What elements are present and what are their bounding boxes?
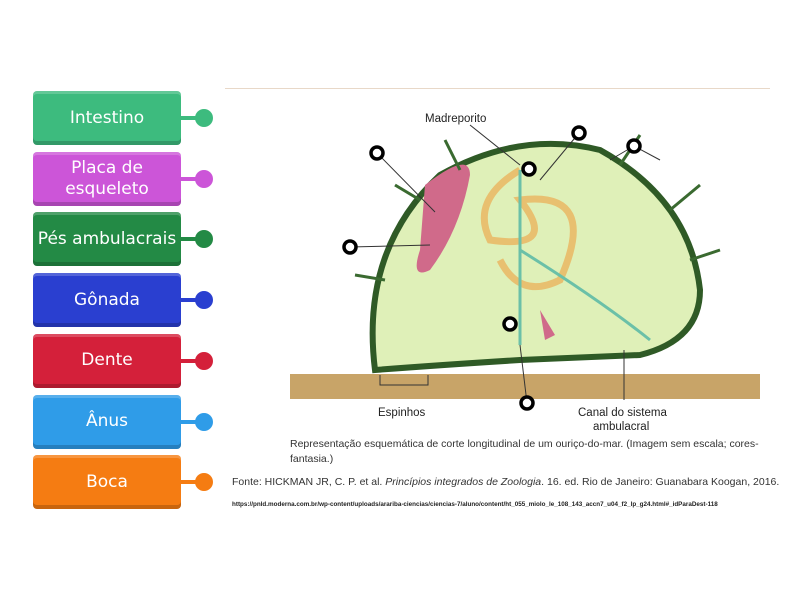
label-card[interactable]: Pés ambulacrais [33, 212, 181, 267]
source-title: Princípios integrados de Zoologia [385, 476, 542, 488]
label-card-text: Ânus [85, 411, 129, 431]
card-drag-handle[interactable] [195, 230, 213, 249]
card-drag-handle[interactable] [195, 412, 213, 431]
gonad-shape [416, 164, 470, 273]
label-card[interactable]: Ânus [33, 394, 181, 449]
label-canal-2: ambulacral [593, 421, 649, 433]
label-card-text: Boca [86, 471, 128, 492]
card-connector [181, 237, 197, 242]
label-madreporito: Madreporito [425, 113, 486, 125]
card-connector [181, 176, 197, 181]
label-card-text: Pés ambulacrais [37, 228, 177, 249]
drop-target-3[interactable] [571, 125, 587, 141]
drop-target-2[interactable] [342, 239, 358, 255]
figure-caption: Representação esquemática de corte longi… [290, 438, 759, 465]
card-connector [181, 480, 197, 485]
label-card[interactable]: Boca [33, 455, 181, 510]
card-connector [181, 358, 197, 363]
card-drag-handle[interactable] [195, 291, 213, 310]
divider [225, 88, 770, 89]
label-card[interactable]: Placa de esqueleto [33, 151, 181, 206]
label-card-text: Intestino [69, 107, 145, 128]
card-drag-handle[interactable] [195, 109, 213, 127]
source-citation: Fonte: HICKMAN JR, C. P. et al. Princípi… [232, 476, 779, 488]
card-drag-handle[interactable] [195, 351, 213, 370]
source-url: https://pnld.moderna.com.br/wp-content/u… [232, 501, 718, 508]
card-connector [181, 116, 197, 120]
label-card-text: Placa de esqueleto [65, 157, 149, 199]
card-drag-handle[interactable] [195, 169, 213, 188]
drop-target-1[interactable] [369, 145, 385, 161]
label-card-text: Dente [81, 350, 133, 371]
card-connector [181, 419, 197, 424]
label-card[interactable]: Dente [33, 333, 181, 388]
card-connector [181, 298, 197, 303]
water-canal [518, 170, 651, 345]
drop-target-7[interactable] [519, 395, 535, 411]
drop-target-5[interactable] [626, 138, 642, 154]
label-card[interactable]: Intestino [33, 91, 181, 145]
card-drag-handle[interactable] [195, 473, 213, 492]
label-canal-1: Canal do sistema [578, 407, 667, 419]
drop-target-6[interactable] [502, 316, 518, 332]
label-espinhos: Espinhos [378, 407, 426, 419]
drop-target-4[interactable] [521, 161, 537, 177]
source-prefix: Fonte: HICKMAN JR, C. P. et al. [232, 476, 386, 488]
source-suffix: . 16. ed. Rio de Janeiro: Guanabara Koog… [541, 476, 780, 488]
label-card-text: Gônada [74, 289, 140, 310]
label-card[interactable]: Gônada [33, 273, 181, 328]
